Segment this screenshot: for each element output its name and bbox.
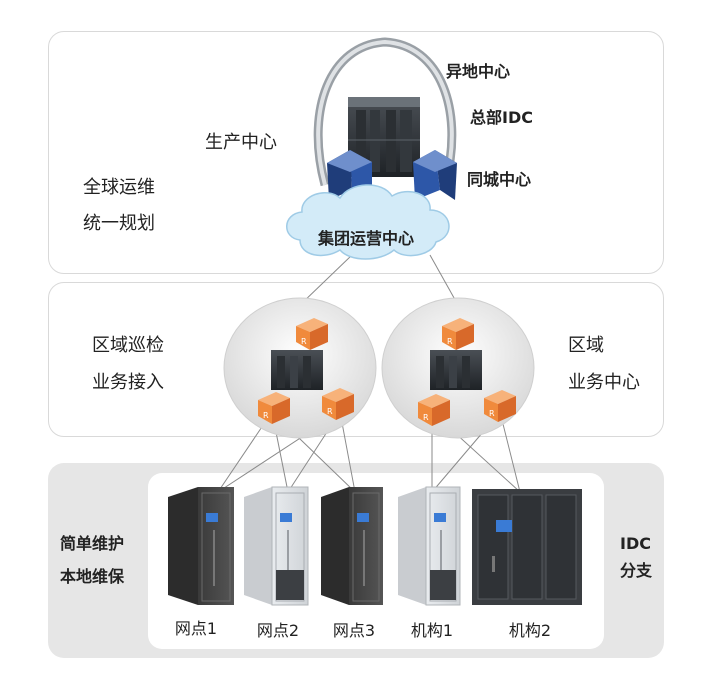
uplink-lines — [299, 254, 459, 306]
cabinet-caption: 网点1 — [174, 619, 218, 638]
region-business-label-line1: 区域 — [568, 335, 604, 356]
group-ops-center-label: 集团运营中心 — [318, 229, 415, 248]
cabinet-caption: 网点2 — [256, 621, 300, 640]
hq-ring — [313, 37, 457, 187]
remote-center-label: 异地中心 — [446, 62, 511, 81]
cabinet-caption: 机构2 — [508, 621, 552, 640]
svg-text:R: R — [327, 407, 333, 416]
svg-text:R: R — [423, 413, 429, 422]
router-icon-left-b: R — [322, 388, 354, 420]
idc-label: IDC — [620, 534, 651, 553]
region-business-label-line2: 业务中心 — [568, 372, 640, 393]
cabinet-branch-2 — [244, 486, 309, 606]
cabinet-branch-1 — [168, 487, 234, 605]
svg-text:R: R — [447, 337, 453, 346]
svg-text:R: R — [301, 337, 307, 346]
production-center-label: 生产中心 — [205, 132, 277, 153]
router-icon-right-a: R — [418, 394, 450, 426]
same-city-center-label: 同城中心 — [467, 170, 532, 189]
cabinet-caption: 机构1 — [410, 621, 454, 640]
global-ops-label-line1: 全球运维 — [83, 177, 155, 198]
svg-text:R: R — [263, 411, 269, 420]
router-icon-right-b: R — [484, 390, 516, 422]
branch-label: 分支 — [620, 561, 653, 580]
cabinet-institution-2 — [472, 489, 582, 605]
cabinet-branch-3 — [321, 487, 383, 605]
cabinet-caption: 网点3 — [332, 621, 376, 640]
hq-idc-label: 总部IDC — [470, 108, 533, 127]
group-ops-cloud — [286, 184, 450, 260]
local-maintenance-label: 本地维保 — [60, 567, 125, 586]
region-inspection-label-line2: 业务接入 — [92, 372, 164, 393]
router-icon-right-top: R — [442, 318, 474, 350]
global-ops-label-line2: 统一规划 — [83, 213, 155, 234]
region-inspection-label-line1: 区域巡检 — [92, 335, 164, 356]
cabinet-institution-1 — [398, 486, 461, 606]
svg-text:R: R — [489, 409, 495, 418]
router-icon-left-a: R — [258, 392, 290, 424]
same-city-server-icon — [413, 150, 457, 200]
simple-maintenance-label: 简单维护 — [60, 534, 125, 553]
router-icon-left-top: R — [296, 318, 328, 350]
region-circle-left — [223, 297, 377, 439]
